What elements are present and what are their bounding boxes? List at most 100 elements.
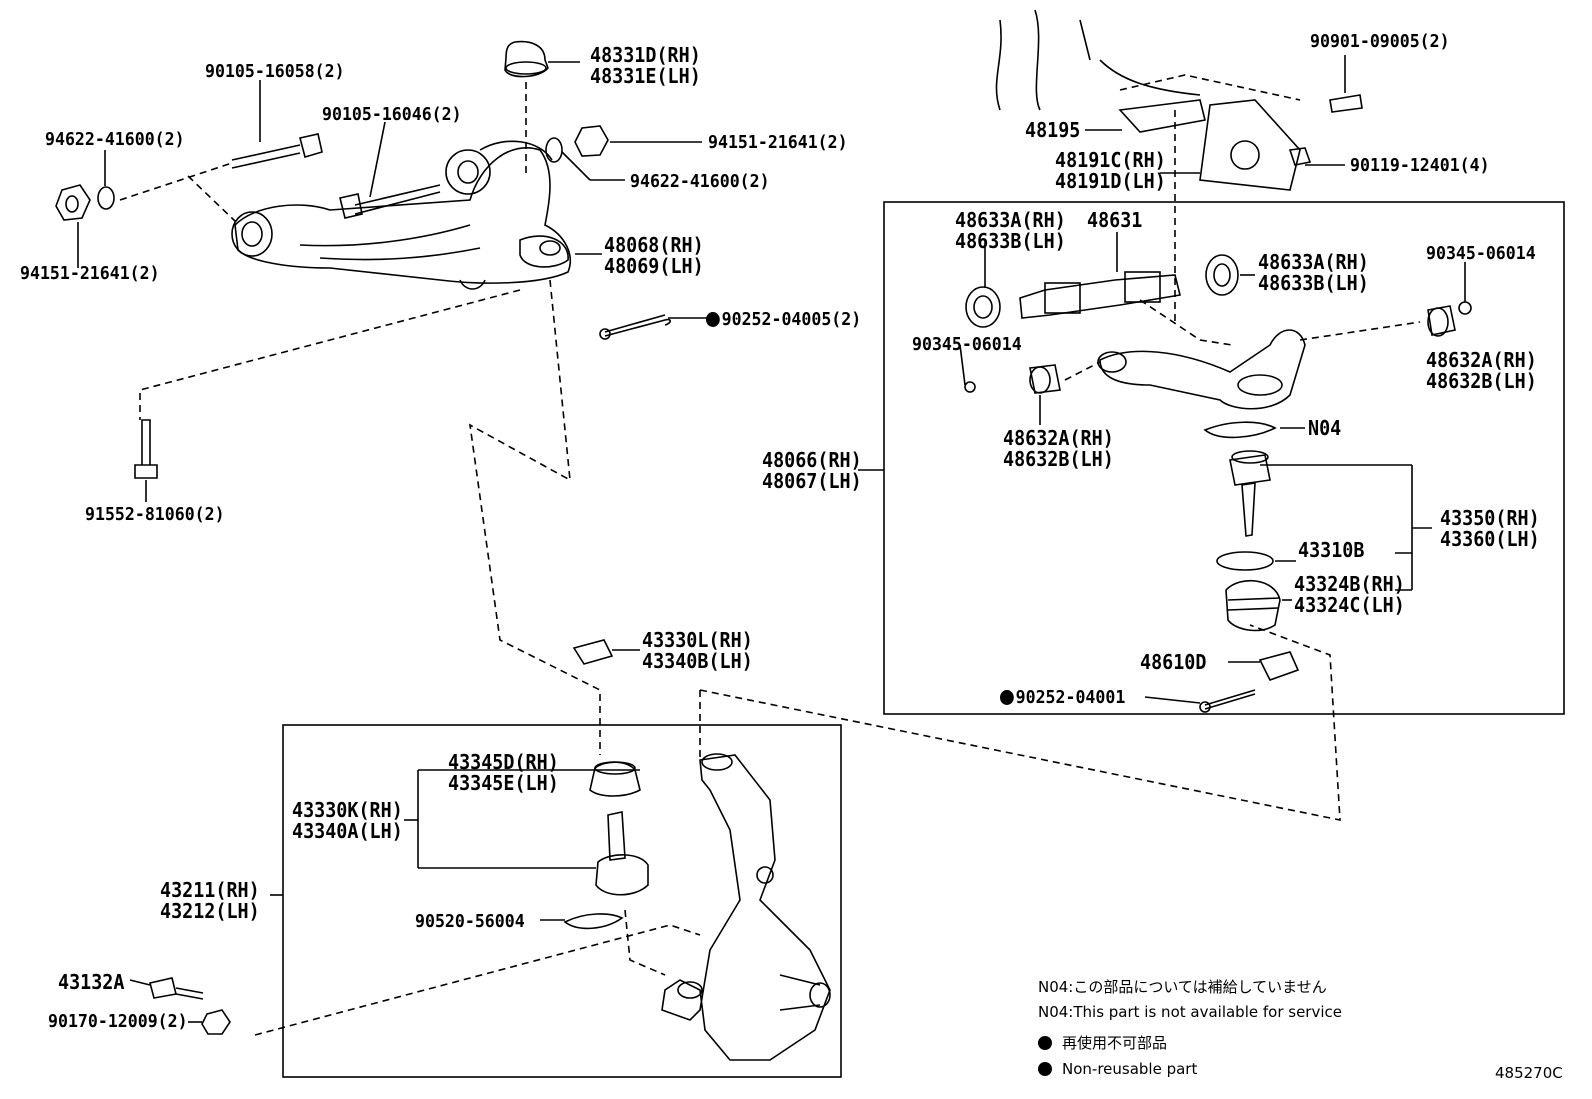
label-48067-lh: 48067(LH) — [762, 469, 862, 493]
label-43350-rh: 43350(RH) — [1440, 506, 1540, 530]
label-43330l: 43330L(RH) 43340B(LH) — [642, 630, 753, 672]
cotter-pin-90252-04001 — [1204, 689, 1256, 710]
cotter-pin-90252-04005 — [604, 314, 672, 337]
label-43132a: 43132A — [58, 970, 125, 994]
washer-94622-right — [545, 137, 563, 163]
label-94151-21641-right: 94151-21641(2) — [708, 132, 848, 153]
non-reusable-dot-icon — [706, 312, 720, 327]
bushing-48632-right — [1427, 305, 1456, 336]
label-48633a-left: 48633A(RH) — [955, 208, 1066, 232]
label-48191d-lh: 48191D(LH) — [1055, 169, 1166, 193]
label-48633a-right: 48633A(RH) — [1258, 250, 1369, 274]
non-reusable-dot-icon — [1000, 690, 1014, 705]
bushing-48633-right — [1205, 254, 1239, 296]
label-48632a-left: 48632A(RH) — [1003, 426, 1114, 450]
label-48331e: 48331E(LH) — [590, 64, 701, 88]
label-48633-right: 48633A(RH) 48633B(LH) — [1258, 252, 1369, 294]
label-43345: 43345D(RH) 43345E(LH) — [448, 752, 559, 794]
snap-ring-90520 — [563, 913, 624, 930]
bracket-48191 — [1199, 99, 1301, 191]
ring-43310b — [1216, 551, 1274, 571]
nut-48610d — [1258, 651, 1300, 681]
body-bracket-sketch — [995, 9, 1201, 111]
figure-code: 485270C — [1495, 1064, 1563, 1082]
leader-lines — [77, 55, 1466, 1023]
non-reusable-dot-icon — [1038, 1036, 1052, 1050]
knuckle-43211 — [661, 754, 831, 1061]
shaft-48631 — [1019, 274, 1181, 319]
label-90345-06014-left: 90345-06014 — [912, 334, 1022, 355]
label-48633b-right: 48633B(LH) — [1258, 271, 1369, 295]
nut-90170 — [201, 1009, 231, 1035]
label-48632-right: 48632A(RH) 48632B(LH) — [1426, 350, 1537, 392]
ball-joint-43345 — [589, 761, 641, 797]
nut-94151-right — [574, 125, 609, 157]
bushing-48632-left — [1029, 364, 1061, 394]
label-90105-16058: 90105-16058(2) — [205, 61, 345, 82]
label-48633b-left: 48633B(LH) — [955, 229, 1066, 253]
plate-48195 — [1118, 99, 1206, 133]
non-reusable-dot-icon — [1038, 1062, 1052, 1076]
label-43345e-lh: 43345E(LH) — [448, 771, 559, 795]
label-48068-rh: 48068(RH) — [604, 233, 704, 257]
label-43211: 43211(RH) 43212(LH) — [160, 880, 260, 922]
snap-ring-n04 — [1203, 421, 1277, 439]
ball-joint-43350 — [1229, 454, 1271, 537]
label-43340b-lh: 43340B(LH) — [642, 649, 753, 673]
label-48632b-right: 48632B(LH) — [1426, 369, 1537, 393]
lower-arm-drawing — [231, 40, 571, 290]
bolt-91552 — [134, 419, 158, 479]
label-43211-rh: 43211(RH) — [160, 878, 260, 902]
nut-94151-left — [55, 184, 91, 221]
label-94622-41600-right: 94622-41600(2) — [630, 171, 770, 192]
label-48632b-left: 48632B(LH) — [1003, 447, 1114, 471]
knuckle-group-box — [282, 724, 842, 1078]
label-48068: 48068(RH) 48069(LH) — [604, 235, 704, 277]
label-48610d: 48610D — [1140, 650, 1207, 674]
bolt-90105-16046 — [339, 184, 441, 219]
upper-arm-group-box — [883, 201, 1565, 715]
label-90345-06014-right: 90345-06014 — [1426, 243, 1536, 264]
label-43330k: 43330K(RH) 43340A(LH) — [292, 800, 403, 842]
label-90901-09005: 90901-09005(2) — [1310, 31, 1450, 52]
label-48632-left: 48632A(RH) 48632B(LH) — [1003, 428, 1114, 470]
washer-94622-left — [97, 186, 115, 210]
label-43310b: 43310B — [1298, 538, 1365, 562]
label-48633-left: 48633A(RH) 48633B(LH) — [955, 210, 1066, 252]
label-43324: 43324B(RH) 43324C(LH) — [1294, 574, 1405, 616]
label-43360-lh: 43360(LH) — [1440, 527, 1540, 551]
upper-arm-48066 — [1099, 329, 1306, 410]
label-43350: 43350(RH) 43360(LH) — [1440, 508, 1540, 550]
label-48069-lh: 48069(LH) — [604, 254, 704, 278]
note-n04-japanese: N04:この部品については補給していません — [1038, 978, 1327, 996]
bolt-90105-16058 — [231, 133, 323, 169]
label-43212-lh: 43212(LH) — [160, 899, 260, 923]
legend-non-reusable-english: Non-reusable part — [1038, 1060, 1197, 1078]
ball-joint-43330k — [595, 811, 649, 896]
label-43330k-rh: 43330K(RH) — [292, 798, 403, 822]
label-43330l-rh: 43330L(RH) — [642, 628, 753, 652]
label-43324b-rh: 43324B(RH) — [1294, 572, 1405, 596]
label-43324c-lh: 43324C(LH) — [1294, 593, 1405, 617]
label-48631: 48631 — [1087, 208, 1143, 232]
label-n04: N04 — [1308, 416, 1342, 440]
label-91552-81060: 91552-81060(2) — [85, 504, 225, 525]
label-94622-41600-left: 94622-41600(2) — [45, 129, 185, 150]
label-48066: 48066(RH) 48067(LH) — [762, 450, 862, 492]
label-48331d: 48331D(RH) — [590, 43, 701, 67]
bolt-43132a — [149, 977, 204, 1000]
label-90252-04001: 90252-04001 — [1000, 688, 1125, 708]
label-48191c-rh: 48191C(RH) — [1055, 148, 1166, 172]
nut-43330l — [572, 639, 614, 665]
label-48632a-right: 48632A(RH) — [1426, 348, 1537, 372]
label-48066-rh: 48066(RH) — [762, 448, 862, 472]
note-n04-english: N04:This part is not available for servi… — [1038, 1003, 1342, 1021]
label-48191: 48191C(RH) 48191D(LH) — [1055, 150, 1166, 192]
label-48331: 48331D(RH) 48331E(LH) — [590, 45, 701, 87]
boot-43324 — [1225, 579, 1281, 632]
label-90252-04005: 90252-04005(2) — [706, 310, 861, 330]
label-90119-12401: 90119-12401(4) — [1350, 155, 1490, 176]
legend-non-reusable-japanese: 再使用不可部品 — [1038, 1034, 1167, 1052]
label-43340a-lh: 43340A(LH) — [292, 819, 403, 843]
